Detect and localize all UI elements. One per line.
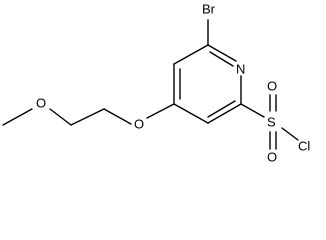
- atom-labels: Br N O O S O O Cl: [36, 1, 310, 164]
- bond-c3-c4: [173, 103, 209, 124]
- atom-label-sulfonyl-oxygen-top: O: [267, 78, 277, 93]
- bond-c2-s: [240, 103, 265, 118]
- bond-o-ch2: [49, 108, 72, 126]
- bond-s-cl: [281, 127, 299, 141]
- atom-label-bromine: Br: [202, 1, 216, 16]
- atom-label-ether-oxygen-ring: O: [134, 116, 144, 131]
- bond-ch2-o: [103, 108, 132, 125]
- bond-c5-c6: [173, 44, 209, 65]
- bond-c6-n-inner: [209, 51, 234, 67]
- bond-c2-c3-inner: [207, 100, 236, 118]
- bond-o-ring: [146, 103, 175, 119]
- atom-label-sulfonyl-oxygen-bottom: O: [267, 149, 277, 164]
- atom-label-chlorine: Cl: [298, 138, 310, 153]
- bonds: [2, 19, 299, 150]
- atom-label-ether-oxygen-chain: O: [36, 95, 46, 110]
- bond-c6-n: [207, 44, 237, 62]
- bond-c2-c3: [207, 103, 242, 124]
- atom-label-sulfur: S: [267, 114, 276, 129]
- bond-ch2-ch2: [70, 108, 105, 126]
- bond-methyl-o: [2, 108, 33, 126]
- chemical-structure-diagram: Br N O O S O O Cl: [2, 1, 310, 164]
- atom-label-nitrogen: N: [236, 61, 245, 76]
